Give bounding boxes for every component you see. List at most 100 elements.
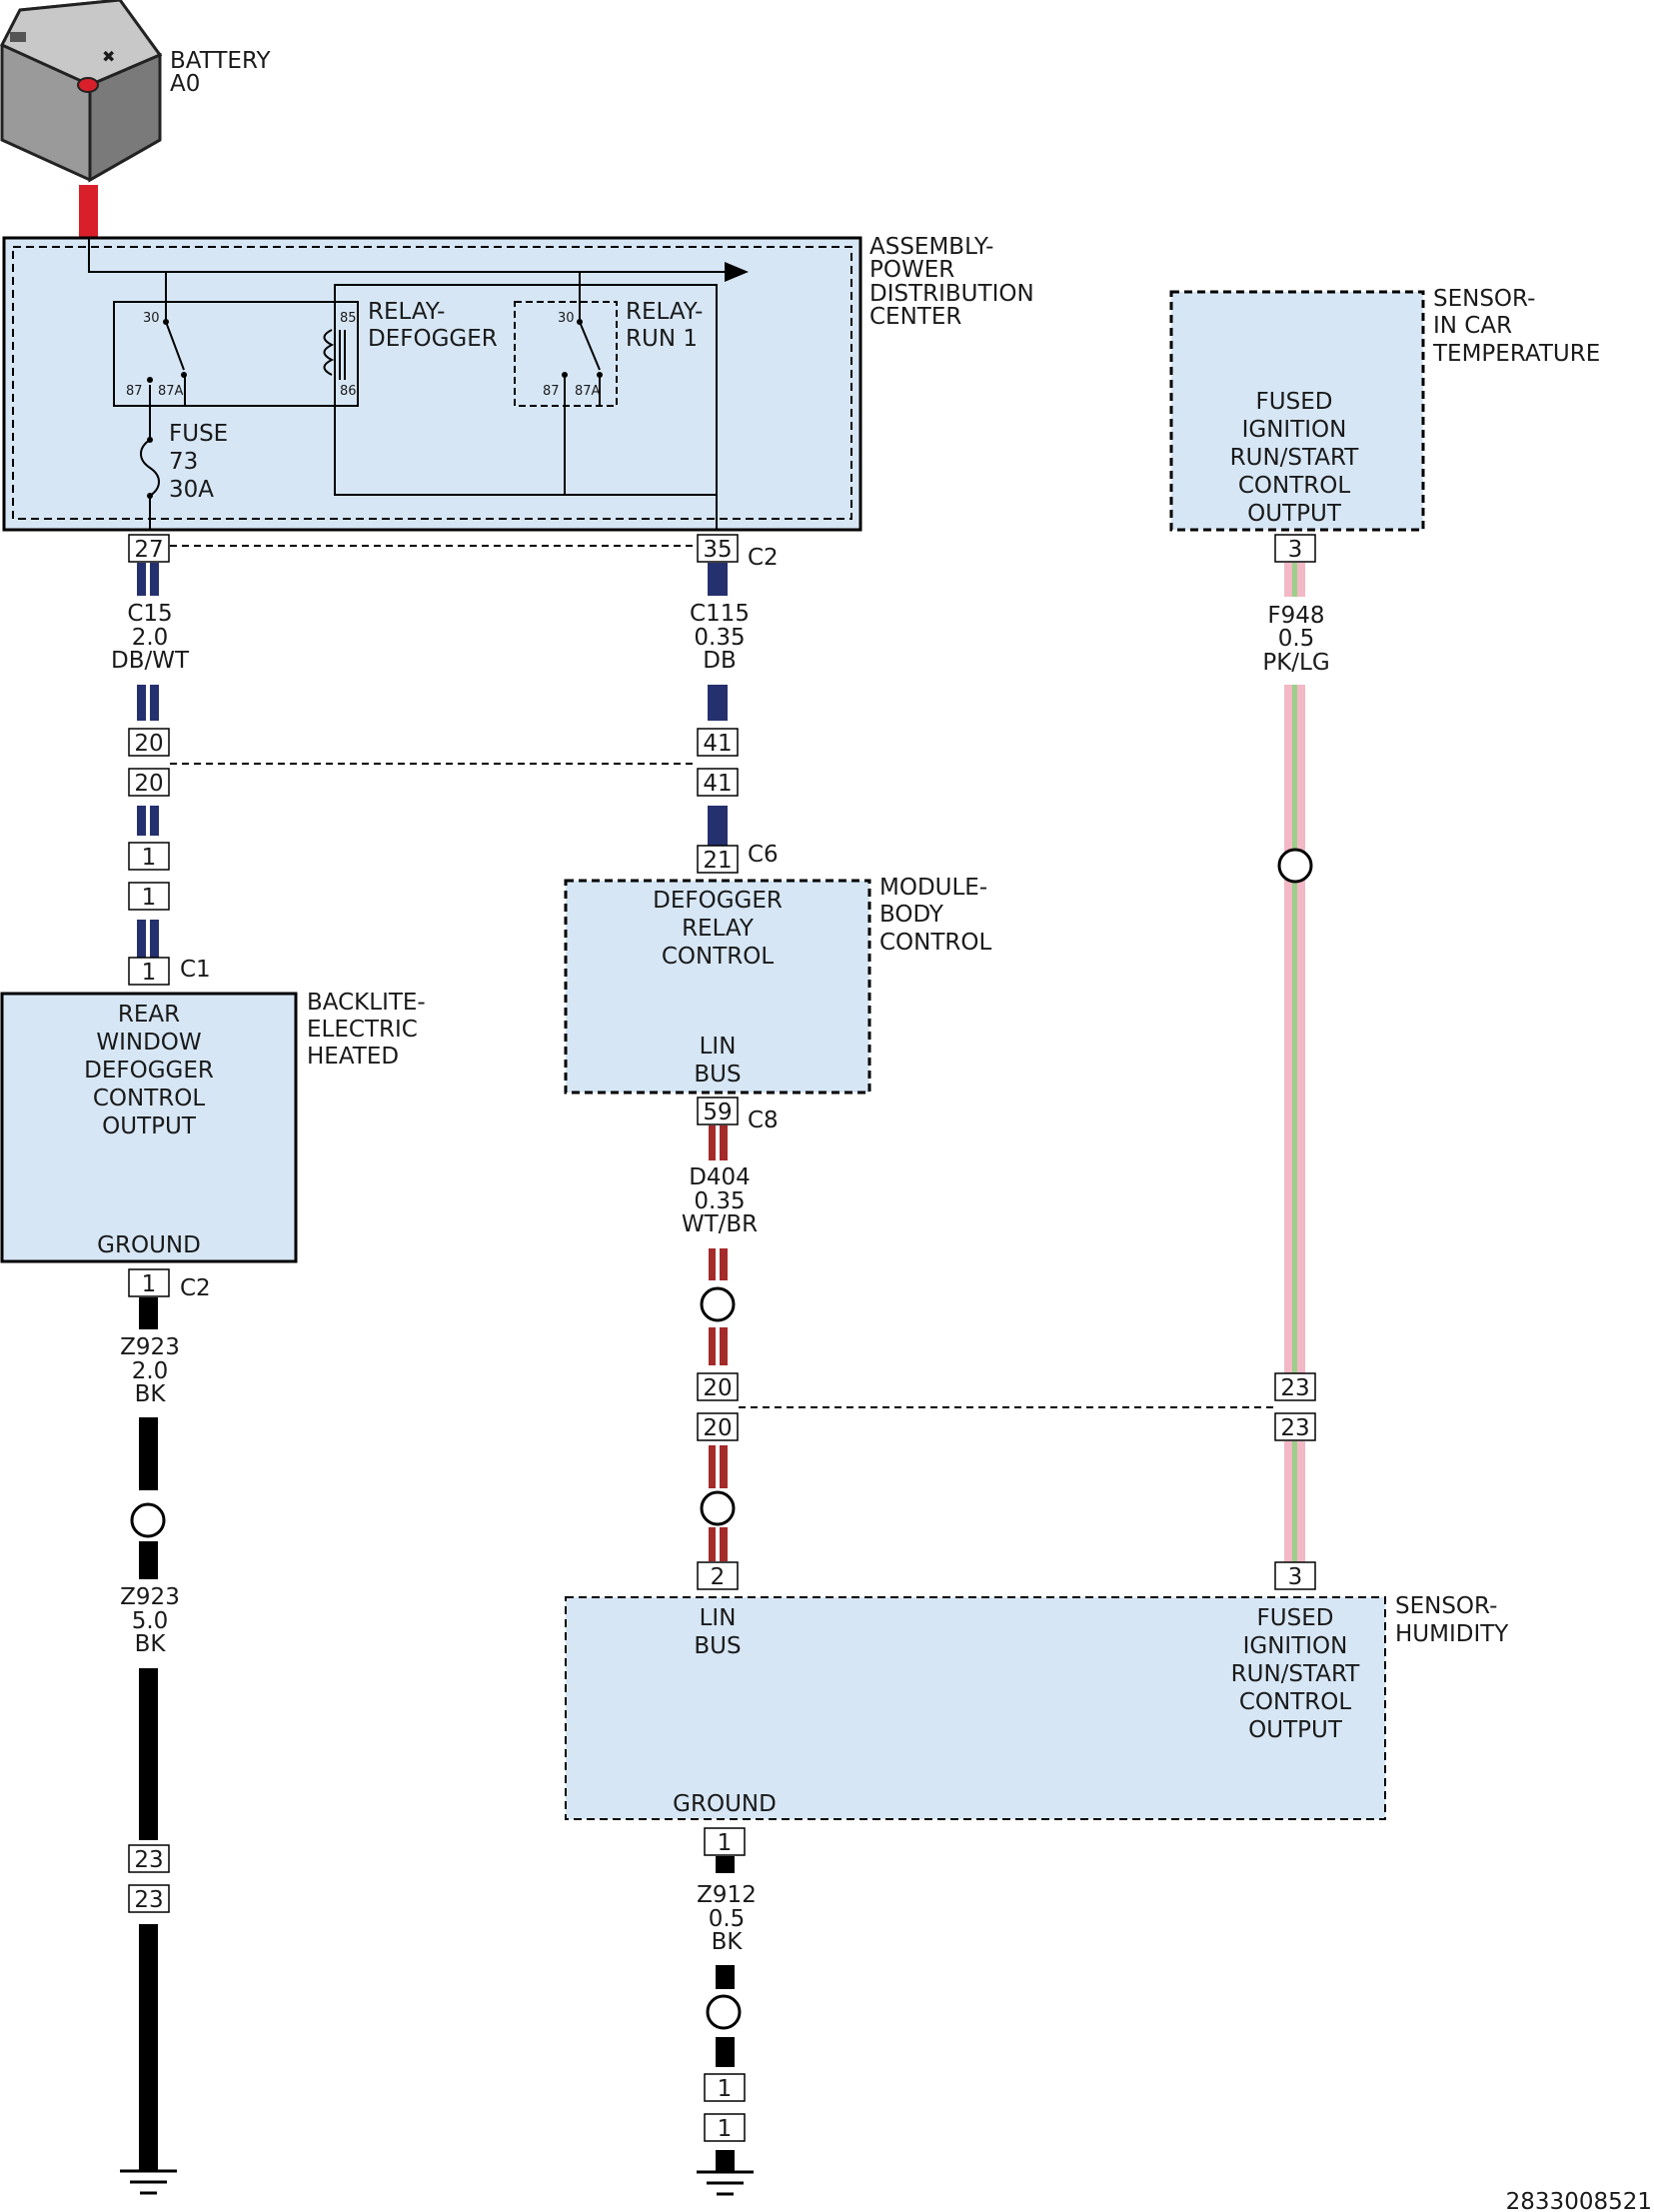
relay-def-pin-86: 86 (340, 384, 357, 399)
pin-20-mid-top: 20 (703, 1375, 732, 1401)
backlite-ground-label: GROUND (97, 1232, 201, 1258)
bcm-name-1: MODULE- (879, 875, 987, 901)
connector-humidity-gnd (704, 1827, 746, 1856)
humidity-func-3: RUN/START (1231, 1661, 1361, 1687)
pin-bcm-21: 21 (703, 848, 732, 874)
temp-name-3: TEMPERATURE (1432, 341, 1600, 367)
pin-20-bot: 20 (134, 771, 163, 797)
bcm-box (564, 879, 871, 1095)
relay-run1-name-2: RUN 1 (626, 326, 698, 352)
bcm-bus-2: BUS (694, 1062, 741, 1088)
battery-name: BATTERY (170, 48, 271, 74)
pin-20-mid-bot: 20 (703, 1415, 732, 1441)
humidity-func-4: CONTROL (1239, 1689, 1352, 1715)
splice-d404-2 (700, 1490, 736, 1526)
pin-humidity-gnd: 1 (718, 1830, 733, 1856)
c115-id: C115 (690, 601, 750, 627)
connector-backlite-c1 (128, 957, 170, 986)
splice-f948 (1277, 848, 1313, 884)
f948-gauge: 0.5 (1278, 626, 1315, 652)
relay-def-pin-85: 85 (340, 311, 357, 326)
connector-1-bot (128, 882, 170, 911)
relay-run-pin-87a: 87A (575, 384, 601, 399)
connector-20-mid-bot (697, 1412, 739, 1441)
connector-pdc-35 (697, 534, 739, 563)
backlite-func-5: OUTPUT (102, 1113, 197, 1139)
connector-1-low-bot (704, 2113, 746, 2142)
ground-symbol-left (120, 2169, 177, 2195)
z923a-id: Z923 (120, 1334, 180, 1360)
pin-41-top: 41 (703, 731, 732, 757)
pin-27: 27 (134, 537, 163, 563)
splice-z912 (706, 1994, 742, 2030)
backlite-name-2: ELECTRIC (307, 1017, 418, 1043)
bcm-conn-c6: C6 (748, 842, 779, 868)
pin-35: 35 (703, 537, 732, 563)
backlite-func-4: CONTROL (93, 1086, 206, 1111)
connector-1-top (128, 842, 170, 871)
pdc-name-1: ASSEMBLY- (869, 234, 993, 260)
pdc-nodes (147, 319, 603, 499)
z912-id: Z912 (697, 1882, 757, 1908)
figure-id: 2833008521 (1506, 2189, 1652, 2212)
pin-backlite-out: 1 (142, 1271, 157, 1297)
c15-gauge: 2.0 (132, 625, 169, 651)
bcm-conn-c8: C8 (748, 1107, 779, 1133)
wire-c115 (708, 563, 728, 846)
svg-text:✖: ✖ (102, 47, 115, 66)
fuse-rating: 30A (169, 477, 214, 503)
z923a-gauge: 2.0 (132, 1358, 169, 1384)
c115-gauge: 0.35 (694, 625, 745, 651)
z923b-id: Z923 (120, 1584, 180, 1610)
connector-1-low-top (704, 2073, 746, 2102)
sensor-humidity-box (565, 1596, 1386, 1820)
fuse-number: 73 (169, 449, 198, 475)
humidity-func-5: OUTPUT (1248, 1717, 1343, 1743)
battery-icon: ✖ (0, 0, 163, 183)
pin-humidity-2: 2 (711, 1564, 726, 1590)
connector-23-left-top (128, 1844, 170, 1873)
z923a-color: BK (135, 1381, 167, 1407)
pin-1-top: 1 (142, 845, 157, 871)
pin-23-left-top: 23 (134, 1847, 163, 1873)
connector-temp-out (1274, 534, 1316, 563)
connector-20-mid-top (697, 1372, 739, 1401)
pin-bcm-59: 59 (703, 1100, 732, 1125)
pdc-box (2, 236, 862, 532)
temp-func-2: IGNITION (1242, 417, 1347, 443)
wire-z923 (139, 1297, 158, 2171)
bcm-func-2: RELAY (682, 916, 755, 942)
pin-temp-3: 3 (1288, 537, 1303, 563)
z912-gauge: 0.5 (709, 1906, 746, 1932)
humidity-bus-2: BUS (694, 1633, 741, 1659)
sensor-temp-box (1169, 290, 1425, 532)
wire-z912 (716, 1856, 735, 2172)
pin-20-top: 20 (134, 731, 163, 757)
ground-symbol-mid (697, 2170, 754, 2196)
battery-cable (79, 185, 98, 238)
relay-run-pin-87: 87 (543, 384, 560, 399)
wire-f948 (1284, 563, 1305, 1562)
temp-func-3: RUN/START (1230, 445, 1360, 471)
bcm-bus-1: LIN (700, 1034, 737, 1060)
f948-color: PK/LG (1262, 650, 1329, 676)
relay-run-pin-30: 30 (558, 311, 575, 326)
pdc-name-3: DISTRIBUTION (869, 281, 1034, 307)
backlite-func-3: DEFOGGER (84, 1058, 214, 1084)
pin-23-left-bot: 23 (134, 1887, 163, 1913)
c15-color: DB/WT (111, 648, 190, 674)
backlite-conn-c1: C1 (180, 957, 211, 983)
connector-pdc-27 (128, 534, 170, 563)
humidity-bus-1: LIN (700, 1605, 737, 1631)
battery-id: A0 (170, 71, 200, 97)
backlite-name-1: BACKLITE- (307, 990, 426, 1016)
bcm-name-2: BODY (879, 902, 944, 928)
z923b-gauge: 5.0 (132, 1608, 169, 1634)
d404-id: D404 (689, 1164, 751, 1190)
pin-23-right-bot: 23 (1280, 1415, 1309, 1441)
relay-defogger-name-2: DEFOGGER (368, 326, 498, 352)
splice-z923 (130, 1502, 166, 1538)
humidity-name-2: HUMIDITY (1395, 1621, 1509, 1647)
temp-name-2: IN CAR (1433, 313, 1512, 339)
